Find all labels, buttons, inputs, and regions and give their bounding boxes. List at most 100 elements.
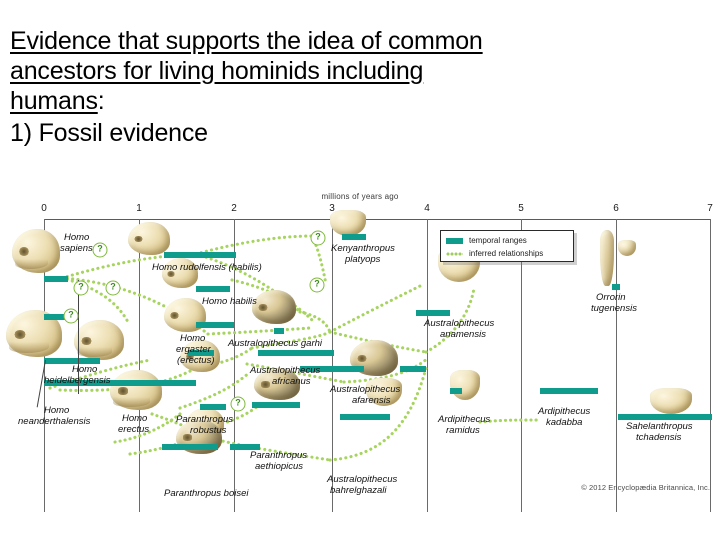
fossil-australopithecus-africanus — [180, 340, 220, 372]
taxon-label-paranthropus-robustus-line1: Paranthropus — [176, 414, 234, 425]
tick-label-2: 2 — [231, 203, 237, 214]
heading-colon: : — [97, 87, 105, 115]
uncertainty-marker-2: ? — [73, 280, 89, 296]
legend-label-temporal: temporal ranges — [469, 236, 527, 245]
legend-label-inferred: inferred relationships — [469, 249, 544, 258]
taxon-label-australopithecus-garhi: Australopithecus garhi — [228, 338, 322, 349]
range-bar-sahelanthropus-tchadensis — [618, 414, 712, 420]
range-bar-australopithecus-africanus-left — [188, 350, 214, 356]
tick-label-7: 7 — [707, 203, 713, 214]
taxon-label-orrorin-line2: tugenensis — [591, 303, 637, 314]
heading-line-2: ancestors for living hominids including — [10, 57, 424, 85]
inferred-relationship-swatch-icon — [446, 250, 463, 257]
fossil-homo-rudolfensis — [128, 222, 170, 255]
time-axis-line — [44, 219, 710, 220]
range-bar-australopithecus-bahrelghazali — [340, 414, 390, 420]
fossil-paranthropus-aethiopicus — [254, 368, 300, 400]
hominin-timeline-figure: millions of years ago 0 1 2 3 4 5 6 7 — [0, 192, 720, 512]
taxon-label-homo-sapiens-line2: sapiens — [60, 243, 93, 254]
figure-legend: temporal ranges inferred relationships — [440, 230, 574, 262]
gridline-6 — [616, 219, 617, 512]
taxon-label-australopithecus-afarensis-line1: Australopithecus — [330, 384, 401, 395]
taxon-label-ardipithecus-kadabba-line1: Ardipithecus — [538, 406, 591, 417]
range-bar-kenyanthropus-platyops — [342, 234, 366, 240]
range-bar-paranthropus-robustus — [200, 404, 226, 410]
taxon-label-homo-habilis: Homo habilis — [202, 296, 257, 307]
fossil-sahelanthropus-tchadensis — [650, 388, 692, 414]
range-bar-homo-neanderthalensis — [44, 314, 78, 320]
copyright-credit: © 2012 Encyclopædia Britannica, Inc. — [581, 483, 710, 492]
range-bar-orrorin-tugenensis — [612, 284, 620, 290]
range-bar-australopithecus-afarensis — [300, 366, 364, 372]
heading-line-1: Evidence that supports the idea of commo… — [10, 27, 483, 55]
leader-line-homo-sapiens — [78, 280, 79, 394]
taxon-label-paranthropus-robustus-line2: robustus — [190, 425, 227, 436]
range-bar-homo-habilis — [196, 286, 230, 292]
gridline-2 — [234, 219, 235, 512]
taxon-label-homo-heidelbergensis-line1: Homo — [72, 364, 98, 375]
fossil-homo-sapiens — [12, 229, 60, 273]
uncertainty-marker-6: ? — [309, 277, 325, 293]
range-bar-homo-rudolfensis — [164, 252, 236, 258]
temporal-range-swatch-icon — [446, 237, 463, 244]
taxon-label-ardipithecus-ramidus-line1: Ardipithecus — [438, 414, 491, 425]
tick-label-6: 6 — [613, 203, 619, 214]
axis-tick-labels: 0 1 2 3 4 5 6 7 — [0, 203, 720, 217]
range-bar-homo-erectus — [44, 380, 196, 386]
range-bar-australopithecus-garhi — [274, 328, 284, 334]
fossil-orrorin-femur — [600, 230, 614, 286]
fossil-kenyanthropus-platyops — [330, 210, 366, 236]
taxon-label-australopithecus-africanus-line2: africanus — [272, 376, 311, 387]
taxon-label-homo-erectus-line1: Homo — [122, 413, 148, 424]
range-bar-ardipithecus-kadabba — [540, 388, 598, 394]
legend-row-inferred: inferred relationships — [446, 247, 568, 260]
taxon-label-homo-ergaster-line2: ergaster — [176, 344, 211, 355]
taxon-label-homo-ergaster-line3: (erectus) — [177, 355, 215, 366]
gridline-1 — [139, 219, 140, 512]
range-bar-paranthropus-boisei-left — [162, 444, 218, 450]
tick-label-3: 3 — [329, 203, 335, 214]
fossil-ardipithecus-ramidus — [450, 370, 480, 400]
slide-subheading: 1) Fossil evidence — [10, 119, 208, 147]
taxon-label-australopithecus-bahrelghazali-line1: Australopithecus — [327, 474, 398, 485]
fossil-orrorin-fragment — [618, 240, 636, 256]
uncertainty-marker-1: ? — [92, 242, 108, 258]
fossil-australopithecus-garhi — [252, 290, 296, 324]
fossil-homo-ergaster — [164, 298, 206, 332]
taxon-label-kenyanthropus-line1: Kenyanthropus — [331, 243, 395, 254]
range-bar-australopithecus-anamensis — [416, 310, 450, 316]
taxon-label-sahelanthropus-line1: Sahelanthropus — [626, 421, 693, 432]
taxon-label-paranthropus-aethiopicus-line2: aethiopicus — [255, 461, 304, 472]
fossil-homo-heidelbergensis — [74, 320, 124, 360]
tick-label-5: 5 — [518, 203, 524, 214]
taxon-label-homo-neanderthalensis-line2: neanderthalensis — [18, 416, 91, 427]
fossil-australopithecus-bahrelghazali — [366, 378, 402, 406]
taxon-label-homo-erectus-line2: erectus — [118, 424, 150, 435]
range-bar-homo-ergaster — [196, 322, 234, 328]
taxon-label-homo-neanderthalensis-line1: Homo — [44, 405, 70, 416]
range-bar-ardipithecus-ramidus — [450, 388, 462, 394]
gridline-4 — [427, 219, 428, 512]
axis-title: millions of years ago — [321, 192, 399, 201]
range-bar-paranthropus-aethiopicus — [252, 402, 300, 408]
taxon-label-australopithecus-bahrelghazali-line2: bahrelghazali — [330, 485, 387, 496]
tick-label-0: 0 — [41, 203, 47, 214]
gridline-3 — [332, 219, 333, 512]
taxon-label-kenyanthropus-line2: platyops — [345, 254, 381, 265]
taxon-label-ardipithecus-ramidus-line2: ramidus — [446, 425, 480, 436]
taxon-label-orrorin-line1: Orrorin — [596, 292, 626, 303]
gridline-7 — [710, 219, 711, 512]
fossil-homo-habilis — [162, 258, 198, 288]
tick-label-4: 4 — [424, 203, 430, 214]
range-bar-paranthropus-boisei-right — [230, 444, 260, 450]
heading-line-3: humans — [10, 87, 98, 115]
taxon-label-ardipithecus-kadabba-line2: kadabba — [546, 417, 583, 428]
taxon-label-australopithecus-afarensis-line2: afarensis — [352, 395, 391, 406]
uncertainty-marker-3: ? — [105, 280, 121, 296]
legend-row-temporal: temporal ranges — [446, 234, 568, 247]
taxon-label-australopithecus-anamensis-line1: Australopithecus — [424, 318, 495, 329]
range-bar-homo-heidelbergensis — [44, 358, 100, 364]
uncertainty-marker-7: ? — [230, 396, 246, 412]
taxon-label-sahelanthropus-line2: tchadensis — [636, 432, 682, 443]
range-bar-australopithecus-afarensis-right — [400, 366, 426, 372]
